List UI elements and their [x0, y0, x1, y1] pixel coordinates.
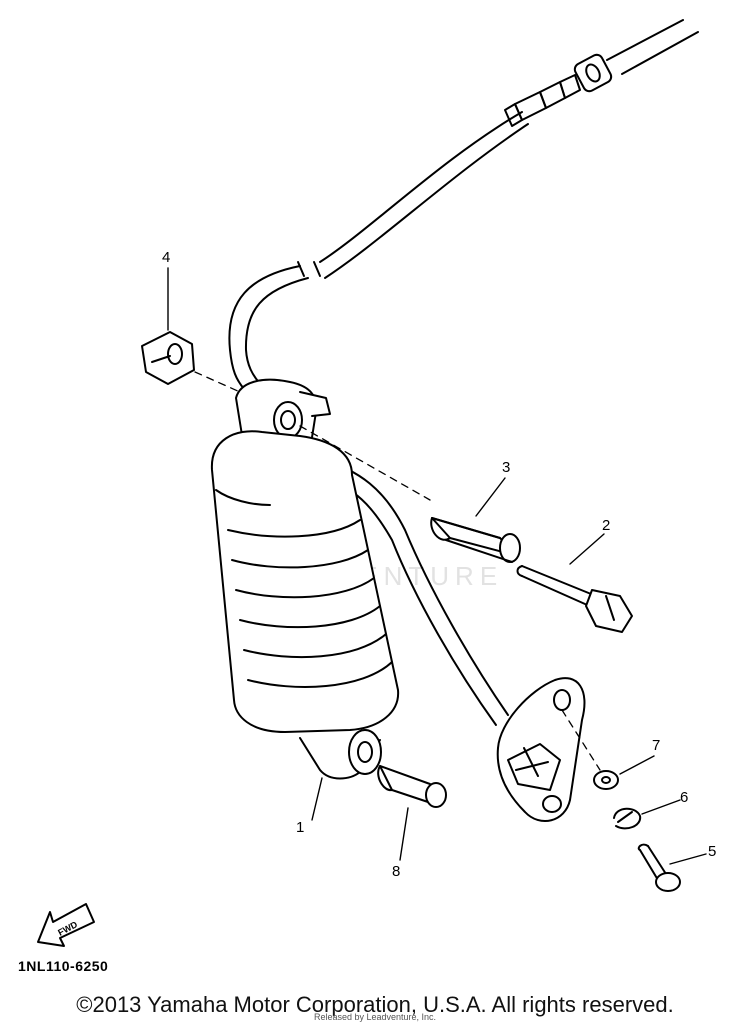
- fwd-arrow-icon: [37, 903, 95, 947]
- shock-body: [210, 430, 400, 733]
- lock-washer-part-6: [613, 807, 642, 830]
- shock-bottom-eye: [299, 729, 382, 780]
- callout-leaders: [167, 267, 707, 865]
- callout-3: 3: [502, 459, 510, 476]
- diagram-part-code: 1NL110-6250: [18, 958, 109, 974]
- callout-1: 1: [296, 819, 304, 836]
- hose-fitting-upper: [504, 53, 613, 127]
- released-by-note: Released by Leadventure, Inc.: [313, 1012, 437, 1022]
- copyright-notice: ©2013 Yamaha Motor Corporation, U.S.A. A…: [76, 992, 674, 1017]
- callout-7: 7: [652, 737, 660, 754]
- alignment-lines: [194, 371, 601, 771]
- reservoir-bracket: [496, 677, 586, 822]
- collar-part-3: [430, 517, 521, 563]
- callout-5: 5: [708, 843, 716, 860]
- callout-6: 6: [680, 789, 688, 806]
- nut-part-4: [141, 331, 195, 385]
- washer-part-7: [593, 770, 619, 790]
- bolt-part-2: [516, 565, 633, 633]
- callout-8: 8: [392, 863, 400, 880]
- callout-2: 2: [602, 517, 610, 534]
- collar-part-8: [377, 765, 447, 808]
- hose-upper: [228, 19, 699, 391]
- screw-part-5: [637, 843, 681, 892]
- hose-break: [297, 261, 321, 277]
- callout-4: 4: [162, 249, 170, 266]
